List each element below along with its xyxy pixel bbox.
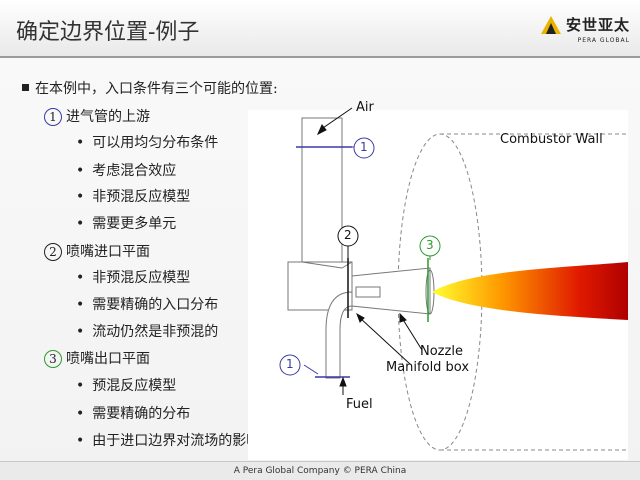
marker-2 [337, 225, 359, 247]
flame [432, 262, 628, 320]
item-label: 喷嘴进口平面 [66, 244, 150, 260]
item-label: 进气管的上游 [66, 109, 150, 125]
pointer-arrows [316, 107, 423, 395]
bullet: 可以用均匀分布条件 [76, 132, 218, 152]
bullet: 需要更多单元 [76, 213, 176, 233]
company-logo: 安世亚太 [540, 14, 630, 35]
item-number: 1 [44, 108, 62, 126]
marker-1a-label: 1 [360, 140, 368, 154]
marker-3-label: 3 [426, 238, 434, 252]
logo-text: 安世亚太 [565, 16, 630, 34]
bullet: 需要精确的入口分布 [76, 294, 218, 314]
label-nozzle: Nozzle [420, 344, 463, 359]
inlet-pipe [287, 117, 353, 311]
label-air: Air [356, 100, 374, 115]
lead-text: 在本例中，入口条件有三个可能的位置: [22, 78, 278, 98]
footer: A Pera Global Company © PERA China [0, 461, 640, 480]
header: 确定边界位置-例子 安世亚太 PERA GLOBAL [0, 0, 640, 58]
logo-triangle-icon [540, 15, 561, 34]
connector-1b [303, 364, 319, 375]
item-number: 3 [44, 350, 62, 368]
bullet: 非预混反应模型 [76, 267, 190, 287]
bullet: 需要精确的分布 [76, 403, 190, 423]
marker-2-label: 2 [344, 228, 352, 242]
logo-subtext: PERA GLOBAL [577, 37, 630, 44]
bullet: 非预混反应模型 [76, 186, 190, 206]
bullet: 预混反应模型 [76, 375, 176, 395]
marker-1a [353, 137, 375, 159]
bullet: 考虑混合效应 [76, 160, 176, 180]
label-fuel: Fuel [346, 397, 373, 412]
marker-1b [279, 354, 301, 376]
marker-3 [419, 235, 441, 257]
item-number: 2 [44, 243, 62, 261]
marker-1b-label: 1 [286, 357, 294, 371]
slide-title: 确定边界位置-例子 [16, 20, 200, 45]
bullet: 流动仍然是非预混的 [76, 321, 218, 341]
label-manifold-box: Manifold box [386, 360, 470, 375]
label-combustor-wall: Combustor Wall [500, 132, 603, 147]
item-label: 喷嘴出口平面 [66, 351, 150, 367]
manifold-stub [355, 286, 381, 298]
